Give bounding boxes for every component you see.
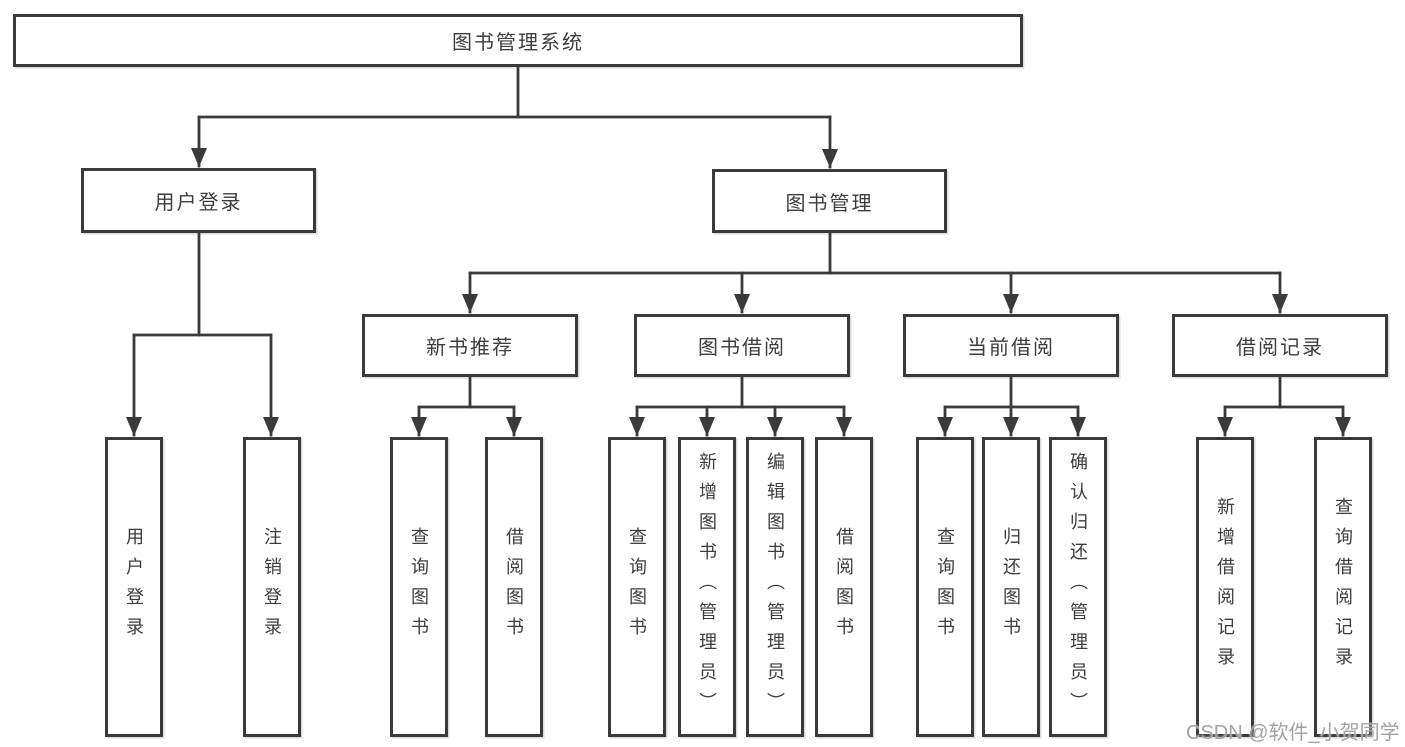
leaf-edit-book-admin-label: 编辑图书（管理员） (765, 452, 785, 722)
node-borrowing-records-label: 借阅记录 (1236, 337, 1324, 359)
leaf-borrow-books-borrowing: 借阅图书 (815, 437, 873, 737)
leaf-add-book-admin-label: 新增图书（管理员） (697, 452, 717, 722)
node-current-borrowing: 当前借阅 (903, 314, 1119, 377)
leaf-add-borrow-record: 新增借阅记录 (1196, 437, 1254, 737)
leaf-query-books-current-label: 查询图书 (935, 527, 955, 647)
leaf-logout-label: 注销登录 (262, 527, 282, 647)
leaf-logout: 注销登录 (243, 437, 301, 737)
leaf-confirm-return-admin-label: 确认归还（管理员） (1068, 452, 1088, 722)
leaf-query-borrow-record: 查询借阅记录 (1314, 437, 1372, 737)
node-user-login-label: 用户登录 (154, 192, 243, 214)
node-book-management-label: 图书管理 (785, 192, 874, 215)
leaf-user-login: 用户登录 (105, 437, 163, 737)
leaf-return-book-label: 归还图书 (1001, 527, 1021, 647)
leaf-user-login-label: 用户登录 (124, 527, 144, 647)
leaf-borrow-books-recommend-label: 借阅图书 (504, 527, 524, 647)
leaf-edit-book-admin: 编辑图书（管理员） (746, 437, 804, 737)
node-user-login: 用户登录 (81, 168, 316, 233)
node-root: 图书管理系统 (13, 14, 1023, 67)
csdn-watermark: CSDN @软件_小贺同学 (1186, 722, 1400, 744)
node-current-borrowing-label: 当前借阅 (967, 337, 1055, 359)
node-new-book-recommend: 新书推荐 (362, 314, 578, 377)
leaf-borrow-books-borrowing-label: 借阅图书 (834, 527, 854, 647)
leaf-query-books-borrowing-label: 查询图书 (627, 527, 647, 647)
node-new-book-recommend-label: 新书推荐 (426, 337, 514, 359)
node-book-borrowing: 图书借阅 (634, 314, 850, 377)
leaf-return-book: 归还图书 (982, 437, 1040, 737)
leaf-query-books-recommend-label: 查询图书 (409, 527, 429, 647)
leaf-query-books-recommend: 查询图书 (390, 437, 448, 737)
node-root-label: 图书管理系统 (452, 32, 584, 54)
node-book-management: 图书管理 (712, 169, 947, 233)
leaf-query-books-borrowing: 查询图书 (608, 437, 666, 737)
leaf-query-borrow-record-label: 查询借阅记录 (1333, 497, 1353, 677)
leaf-add-book-admin: 新增图书（管理员） (678, 437, 736, 737)
node-book-borrowing-label: 图书借阅 (698, 337, 786, 359)
leaf-borrow-books-recommend: 借阅图书 (485, 437, 543, 737)
leaf-confirm-return-admin: 确认归还（管理员） (1049, 437, 1107, 737)
leaf-query-books-current: 查询图书 (916, 437, 974, 737)
node-borrowing-records: 借阅记录 (1172, 314, 1388, 377)
leaf-add-borrow-record-label: 新增借阅记录 (1215, 497, 1235, 677)
